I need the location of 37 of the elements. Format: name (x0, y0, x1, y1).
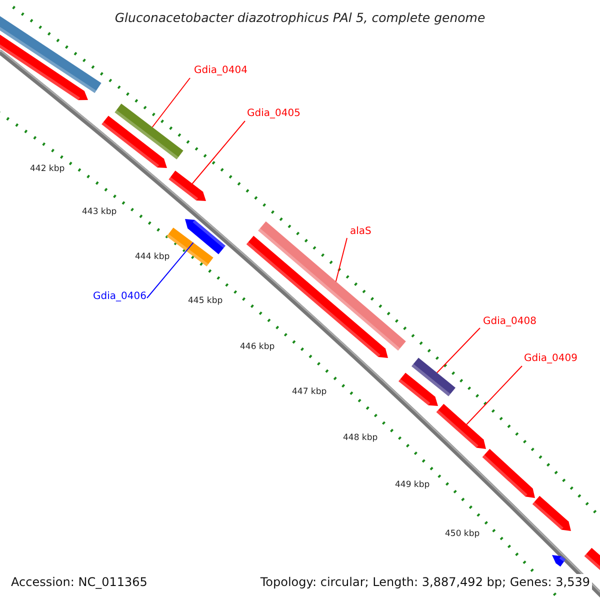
gene-feature (102, 116, 167, 168)
gene-feature (412, 358, 456, 396)
position-label: 445 kbp (188, 296, 223, 306)
position-label: 442 kbp (30, 164, 65, 174)
gene-feature (185, 219, 226, 254)
gene-feature (584, 548, 600, 572)
position-label: 447 kbp (292, 387, 327, 397)
gene-label: Gdia_0408 (483, 316, 536, 327)
position-label: 448 kbp (343, 433, 378, 443)
leader-line (152, 78, 190, 128)
position-label: 450 kbp (445, 529, 480, 539)
position-label: 443 kbp (82, 207, 117, 217)
gene-label: Gdia_0406 (93, 291, 146, 302)
position-label: 444 kbp (135, 252, 170, 262)
genome-info-text: Accession: NC_011365 (9, 574, 150, 590)
leader-line (436, 328, 480, 374)
gene-feature (398, 372, 438, 406)
leader-line (466, 366, 522, 425)
gene-feature (552, 555, 566, 567)
leader-line (335, 238, 348, 282)
position-label: 449 kbp (395, 480, 430, 490)
gene-label: Gdia_0409 (524, 353, 578, 364)
leader-line (192, 120, 246, 184)
gene-feature (0, 15, 102, 93)
gene-feature (114, 104, 184, 160)
gene-feature (258, 221, 406, 351)
gene-label: Gdia_0405 (247, 108, 300, 119)
gene-feature (532, 496, 571, 531)
gene-feature (0, 33, 88, 100)
gene-feature (436, 404, 486, 449)
leader-line (146, 242, 194, 298)
position-label: 446 kbp (240, 342, 275, 352)
gene-feature (482, 448, 535, 498)
gene-label: Gdia_0404 (194, 65, 248, 76)
genome-title: Gluconacetobacter diazotrophicus PAl 5, complete genome (114, 10, 486, 25)
gene-feature (168, 170, 206, 201)
gene-label: alaS (350, 226, 372, 237)
